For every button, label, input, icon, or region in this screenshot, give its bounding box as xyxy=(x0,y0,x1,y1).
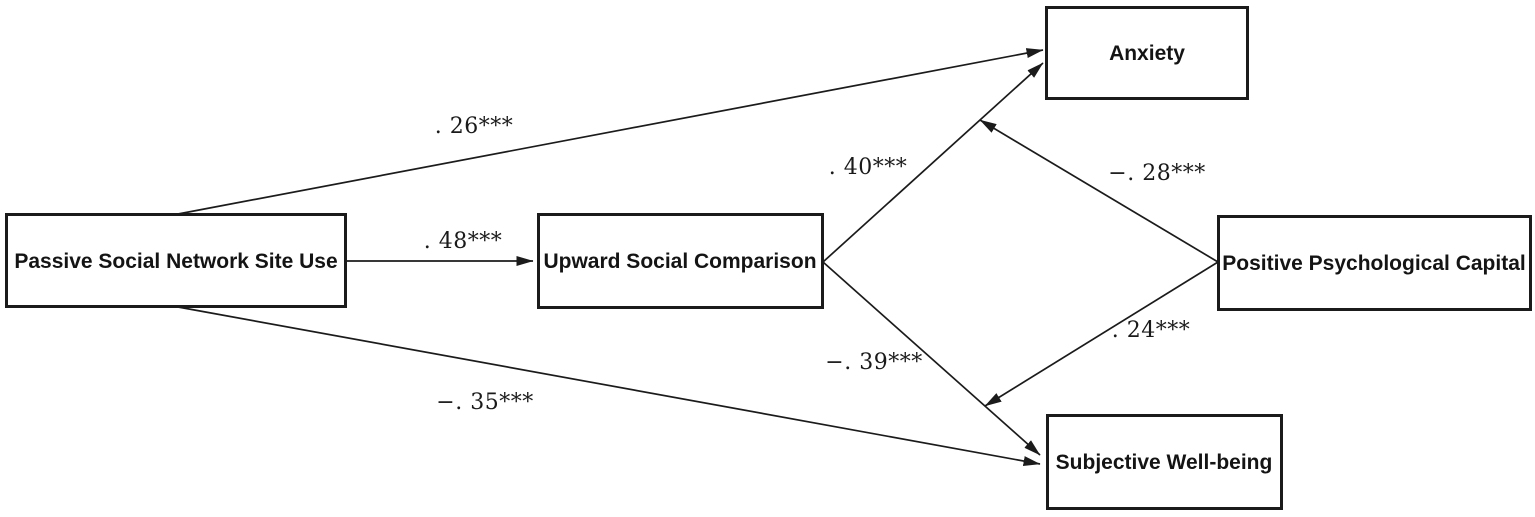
node-positive-psychological-capital-box xyxy=(1217,215,1532,311)
coefficient-label-passive-upward: . 48*** xyxy=(424,229,502,254)
node-passive-social-network-site-use-label: Passive Social Network Site Use xyxy=(14,250,337,273)
coefficient-label-capital-anxiety-path: −. 28*** xyxy=(1108,161,1205,186)
node-anxiety-label: Anxiety xyxy=(1109,42,1185,65)
node-upward-social-comparison-box xyxy=(537,213,824,309)
node-subjective-wellbeing-label: Subjective Well-being xyxy=(1056,451,1273,474)
path-positive-capital-moderates-anxiety-path xyxy=(979,119,1219,263)
path-passive-use-to-anxiety xyxy=(177,48,1044,215)
node-passive-social-network-site-use-box xyxy=(5,213,347,308)
coefficient-label-capital-wellbeing-path: . 24*** xyxy=(1112,318,1190,343)
coefficient-label-upward-anxiety: . 40*** xyxy=(829,155,907,180)
path-positive-capital-moderates-wellbeing-path xyxy=(984,261,1219,407)
node-positive-psychological-capital-label: Positive Psychological Capital xyxy=(1222,252,1525,275)
node-anxiety-box xyxy=(1045,6,1249,100)
coefficient-label-upward-wellbeing: −. 39*** xyxy=(825,350,922,375)
node-upward-social-comparison-label: Upward Social Comparison xyxy=(543,250,816,273)
path-upward-comparison-to-anxiety xyxy=(822,62,1044,263)
coefficient-label-passive-wellbeing: −. 35*** xyxy=(436,390,533,415)
coefficient-label-passive-anxiety: . 26*** xyxy=(435,114,513,139)
path-passive-use-to-wellbeing xyxy=(177,306,1041,466)
path-upward-comparison-to-wellbeing xyxy=(822,261,1041,456)
node-subjective-wellbeing-box xyxy=(1046,414,1283,510)
